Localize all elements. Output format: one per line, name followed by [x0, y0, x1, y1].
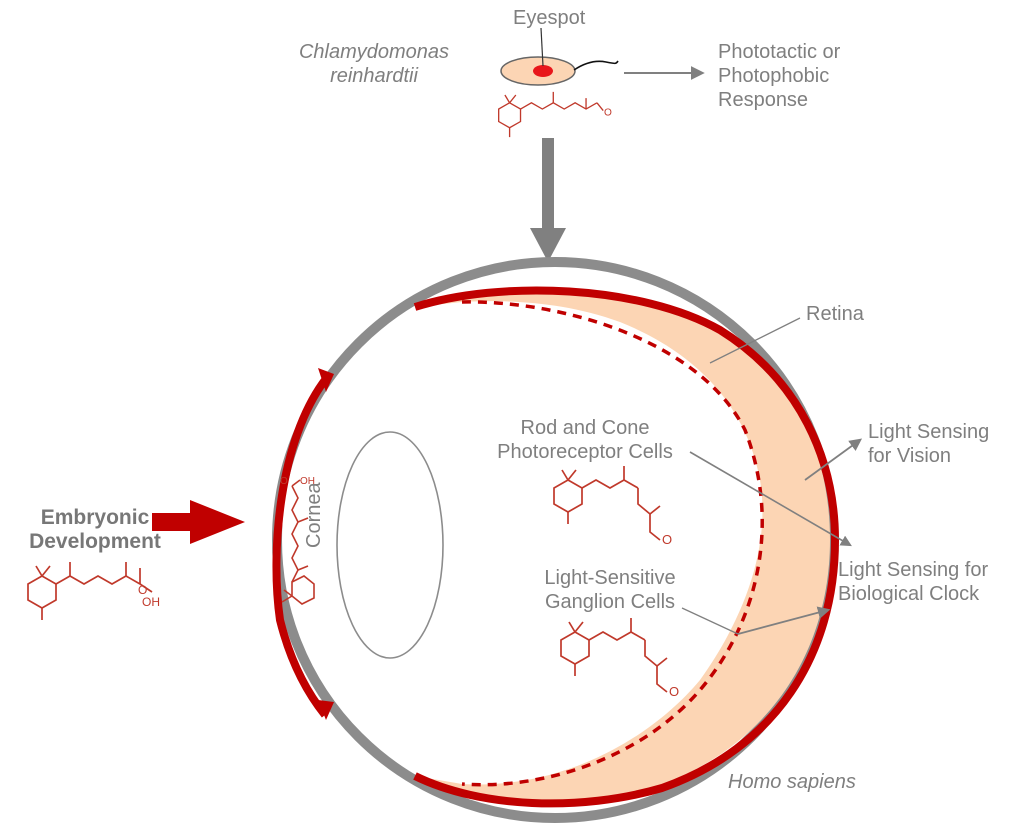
chlamydomonas-label: Chlamydomonas reinhardtii [284, 40, 464, 88]
vision-line2: for Vision [868, 445, 952, 467]
retinal-molecule-ganglion: O [560, 618, 679, 699]
retina-label: Retina [806, 303, 864, 325]
svg-text:O: O [662, 532, 672, 547]
ganglion-line2: Ganglion Cells [544, 591, 676, 613]
embryonic-label: Embryonic Development [10, 506, 180, 554]
eye [272, 257, 840, 823]
response-line3: Response [718, 89, 809, 111]
svg-text:O: O [604, 107, 612, 118]
svg-text:OH: OH [300, 476, 315, 487]
embryonic-line1: Embryonic [40, 506, 150, 529]
rod-cone-pointer [689, 451, 852, 547]
organism-name-line2: reinhardtii [330, 65, 418, 87]
rod-cone-line2: Photoreceptor Cells [497, 441, 673, 463]
svg-text:O: O [669, 684, 679, 699]
acid-oh-label: OH [142, 595, 160, 609]
eyespot-dot [533, 65, 553, 77]
rod-cone-line1: Rod and Cone [520, 417, 650, 439]
embryonic-line2: Development [29, 530, 161, 553]
retina-pointer [709, 317, 801, 364]
clock-line1: Light Sensing for [838, 559, 989, 581]
eyespot-label: Eyespot [513, 7, 586, 29]
cornea-arc [272, 377, 329, 718]
embryonic-arrow [152, 500, 245, 544]
cornea-label: Cornea [303, 482, 325, 548]
ganglion-label: Light-Sensitive Ganglion Cells [510, 566, 710, 614]
flagellum [573, 60, 619, 71]
clock-label: Light Sensing for Biological Clock [838, 558, 988, 606]
chlamydomonas-cell [500, 27, 619, 86]
vision-label: Light Sensing for Vision [868, 420, 989, 468]
retinoic-acid-molecule [27, 562, 153, 620]
retinal-molecule-rod: O [553, 466, 672, 547]
vision-arrow [804, 438, 863, 481]
down-arrow [530, 138, 566, 262]
ganglion-pointer [681, 607, 739, 635]
lens [336, 431, 444, 659]
response-line2: Photophobic [718, 65, 830, 87]
acid-o-label: O [138, 583, 148, 597]
retina-red-band [413, 286, 840, 808]
retina-layer [415, 290, 830, 803]
retinoic-acid-cornea: OH O [280, 476, 315, 605]
organism-name-line1: Chlamydomonas [298, 41, 450, 63]
eyespot-pointer [540, 27, 544, 67]
clock-arrow [737, 606, 831, 635]
response-line1: Phototactic or [718, 41, 841, 63]
photoreceptor-boundary [461, 300, 764, 787]
clock-line2: Biological Clock [838, 583, 980, 605]
rod-cone-label: Rod and Cone Photoreceptor Cells [470, 416, 700, 464]
response-label: Phototactic or Photophobic Response [718, 40, 840, 112]
retinal-molecule-top: O [498, 91, 612, 138]
svg-text:O: O [280, 476, 288, 487]
vision-line1: Light Sensing [868, 421, 990, 443]
homo-sapiens-label: Homo sapiens [728, 771, 856, 793]
ganglion-line1: Light-Sensitive [544, 567, 676, 589]
